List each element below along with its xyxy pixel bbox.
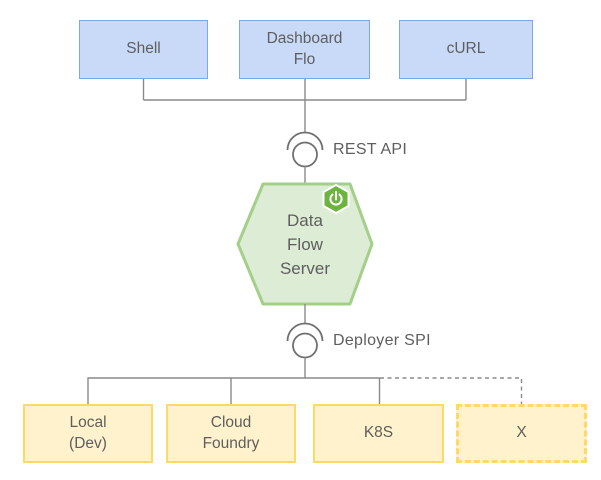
rest-api-socket-arc: [286, 131, 324, 151]
rest-api-ball-socket-icon: [286, 131, 324, 168]
deployer-spi-label: Deployer SPI: [333, 332, 431, 349]
data-flow-server-label: Data Flow Server: [279, 211, 331, 278]
deployer-spi-ball: [292, 332, 318, 359]
data-flow-server-hexagon: [236, 182, 374, 306]
connector-clients-to-rest-api: [142, 79, 467, 133]
client-box-shell: Shell: [79, 20, 208, 79]
rest-api-ball: [292, 141, 318, 168]
client-box-dashboard-flo: Dashboard Flo: [239, 20, 370, 79]
platform-box-local-dev: Local (Dev): [23, 404, 153, 463]
connector-deployer-to-platforms: [87, 357, 381, 404]
deployer-spi-ball-socket-icon: [286, 322, 324, 359]
connector-dashed-to-x-platform: [380, 377, 523, 404]
platform-box-x: X: [456, 404, 587, 463]
client-box-curl: cURL: [399, 20, 533, 79]
spring-boot-logo-icon: [322, 184, 350, 214]
platform-box-cloud-foundry: Cloud Foundry: [166, 404, 296, 463]
deployer-spi-socket-arc: [286, 322, 324, 342]
platform-box-k8s: K8S: [313, 404, 444, 463]
rest-api-label: REST API: [333, 141, 408, 158]
power-icon: [329, 191, 343, 206]
